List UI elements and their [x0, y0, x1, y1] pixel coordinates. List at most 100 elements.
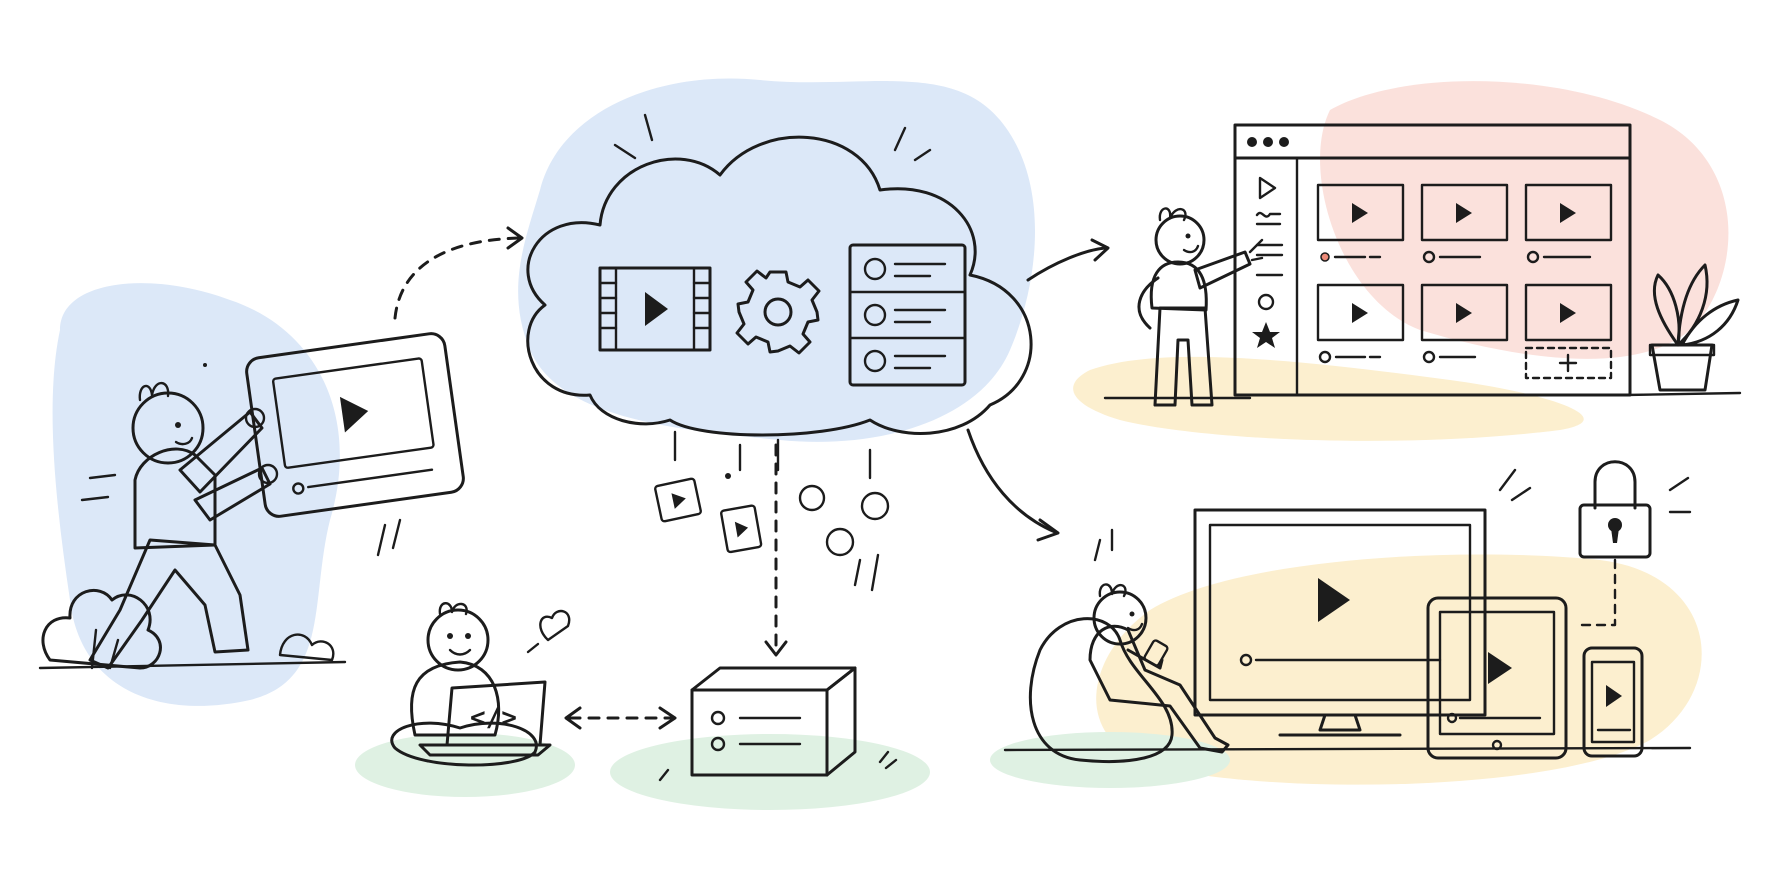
- bush: [41, 588, 162, 670]
- server-front: [690, 688, 829, 777]
- presenter-smile: [1182, 244, 1200, 254]
- viewer-arm: [1126, 648, 1164, 670]
- developer-eye-left: [447, 633, 453, 639]
- library-thumb-blue-2[interactable]: [1524, 283, 1613, 342]
- blob-cloud-blue: [518, 78, 1035, 442]
- ground-line-devices: [1003, 746, 1692, 752]
- library-thumb-green[interactable]: [1316, 283, 1405, 364]
- arrowhead-devices: [1036, 518, 1060, 542]
- arrowhead-library: [1090, 238, 1110, 262]
- library-thumb-yellow[interactable]: [1524, 183, 1613, 264]
- presenter-arm-hip: [1137, 276, 1160, 330]
- creator-hair: [138, 381, 170, 402]
- presenter-legs: [1153, 306, 1214, 407]
- multi-device-streaming: [1003, 460, 1692, 764]
- star-icon: [1252, 322, 1280, 348]
- library-thumb-white[interactable]: [1420, 283, 1509, 364]
- window-dot-3: [1279, 137, 1289, 147]
- tablet-frame: [1426, 596, 1568, 760]
- remote-icon: [1143, 639, 1169, 667]
- developer-integration: </>: [390, 602, 571, 767]
- gear-icon: [735, 269, 821, 355]
- progress-knob: [292, 482, 305, 495]
- sidebar-circle-icon: [1257, 293, 1275, 311]
- window-dot-1: [1247, 137, 1257, 147]
- ground-line-plant: [1623, 391, 1742, 397]
- arrowhead-upload: [506, 226, 524, 250]
- presenter-arm-pointing: [1193, 250, 1252, 290]
- arrowheads-laptop-server: [564, 706, 677, 730]
- tv-stand: [1318, 713, 1362, 732]
- tv-progress-knob: [1239, 653, 1253, 667]
- plus-icon: [1558, 353, 1578, 373]
- phone-screen[interactable]: [1590, 660, 1636, 744]
- arrow-cloud-to-library: [1026, 246, 1107, 282]
- beanbag: [1028, 617, 1174, 764]
- falling-video-red: [720, 504, 763, 554]
- creator-hand-2: [257, 463, 279, 485]
- tablet-screen[interactable]: [1438, 610, 1556, 736]
- developer-smile: [448, 648, 472, 656]
- falling-media: [654, 430, 890, 592]
- viewer-head: [1092, 590, 1148, 646]
- presenter-fingers: [1248, 238, 1264, 262]
- card-motion-lines: [376, 518, 402, 557]
- play-icon: [339, 396, 369, 433]
- cloud-outline: [526, 135, 1033, 437]
- viewer-body: [1088, 624, 1230, 754]
- developer-hair: [438, 602, 468, 616]
- falling-video-green: [654, 477, 702, 523]
- tv-play-icon: [1318, 578, 1350, 622]
- blob-top-right-yellow: [1073, 356, 1584, 441]
- lock-connector: [1578, 558, 1617, 627]
- server-led-2: [710, 736, 726, 752]
- plant: [1648, 263, 1740, 392]
- viewer-smile: [1126, 622, 1144, 632]
- creator-legs: [88, 538, 250, 670]
- developer-legs: [390, 721, 538, 767]
- library-thumb-blue-1[interactable]: [1420, 183, 1509, 264]
- heart-icon: [539, 609, 571, 642]
- developer-head: [426, 608, 490, 672]
- yellow-bush: [278, 633, 335, 662]
- falling-dot-yellow: [860, 491, 890, 521]
- heart-line: [526, 642, 540, 654]
- viewer-hair: [1098, 583, 1127, 598]
- sidebar-play-icon: [1258, 176, 1277, 200]
- arrow-upload-to-cloud: [393, 236, 522, 320]
- progress-track: [306, 468, 434, 489]
- server-slots: [738, 716, 802, 746]
- phone-play-icon: [1606, 685, 1622, 707]
- viewer-sparks: [1093, 528, 1114, 562]
- arrowhead-server: [764, 640, 788, 657]
- presenter-hair: [1158, 207, 1187, 222]
- presenter-head: [1154, 214, 1206, 266]
- server-led-1: [710, 710, 726, 726]
- library-thumb-red[interactable]: [1316, 183, 1405, 262]
- presenter-eye: [1185, 233, 1191, 239]
- viewer-eye: [1129, 611, 1135, 617]
- blob-top-right-pink: [1320, 81, 1729, 359]
- falling-dot-red: [798, 484, 826, 512]
- phone-frame: [1582, 646, 1644, 758]
- tablet-play-icon: [1488, 652, 1512, 684]
- video-library-browse: [1103, 123, 1742, 407]
- sidebar-menu-icon: [1255, 243, 1284, 277]
- add-video-button[interactable]: [1524, 346, 1613, 380]
- cloud-processing: [526, 113, 1033, 437]
- developer-eye-right: [465, 633, 471, 639]
- film-strip-icon: [598, 266, 712, 352]
- lock-icon: [1578, 460, 1652, 559]
- creator-eye: [175, 422, 181, 428]
- lock-sparks: [1498, 468, 1692, 514]
- blob-server-green: [610, 734, 930, 810]
- arrow-cloud-to-devices: [966, 428, 1057, 534]
- storage-server: [658, 666, 898, 782]
- laptop-base: [418, 743, 552, 757]
- library-window: [1233, 123, 1632, 397]
- developer-body: [410, 660, 501, 737]
- creator-arm-upper: [178, 410, 264, 494]
- ground-line-left: [38, 660, 347, 670]
- list-icon: [848, 243, 967, 387]
